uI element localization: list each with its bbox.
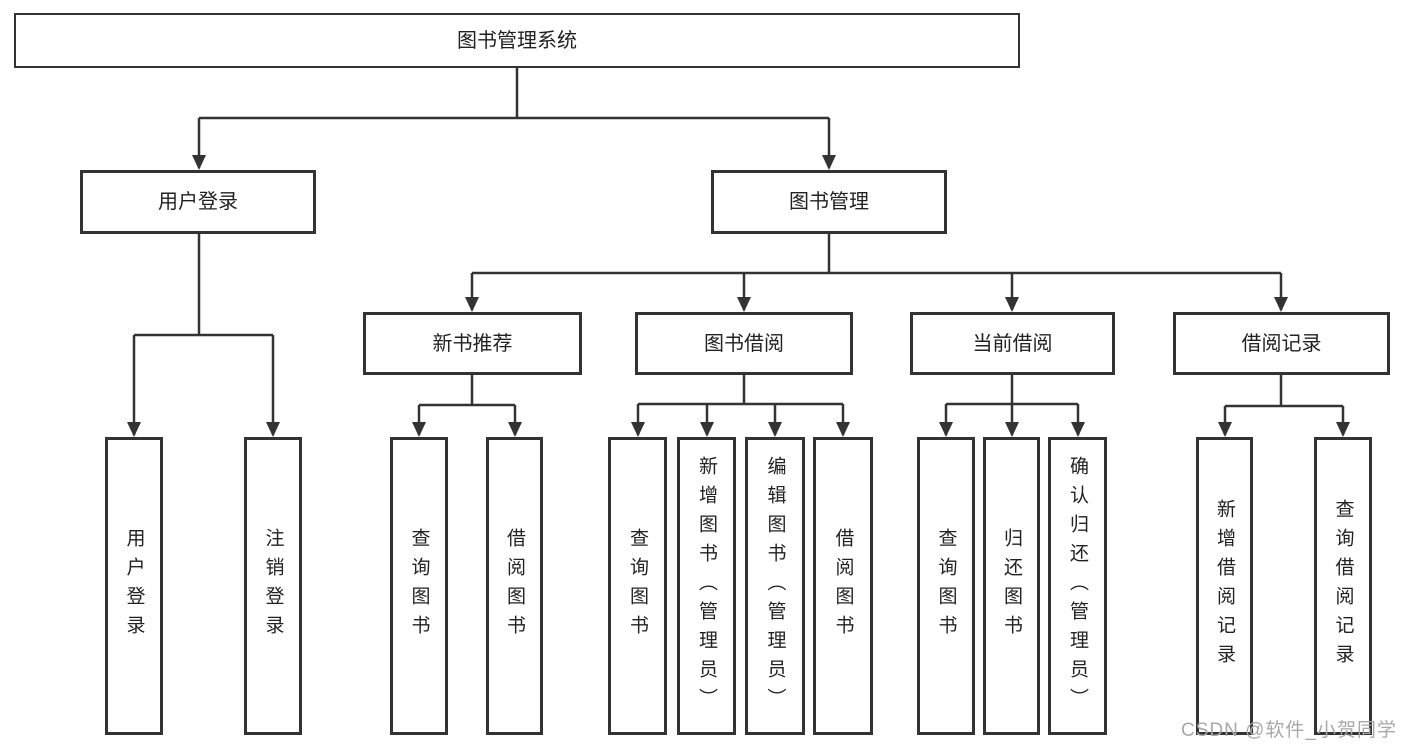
leaf-confirm-return-admin: 确认归还（管理员） (1048, 437, 1107, 735)
leaf-current-query-books: 查询图书 (917, 437, 975, 735)
leaf-add-borrow-record-label: 新增借阅记录 (1214, 499, 1235, 673)
leaf-recommend-borrow-books: 借阅图书 (486, 437, 543, 735)
node-user-login-label: 用户登录 (158, 191, 238, 213)
leaf-return-books-label: 归还图书 (1001, 528, 1022, 644)
leaf-current-query-books-label: 查询图书 (935, 528, 957, 644)
node-borrow-records: 借阅记录 (1173, 312, 1390, 375)
leaf-logout-label: 注销登录 (262, 528, 284, 644)
node-user-login: 用户登录 (80, 170, 316, 234)
leaf-query-borrow-record: 查询借阅记录 (1314, 437, 1372, 735)
leaf-borrowing-query-books-label: 查询图书 (627, 528, 648, 644)
node-book-management: 图书管理 (711, 170, 947, 234)
node-book-management-label: 图书管理 (789, 191, 869, 213)
leaf-borrowing-borrow-books-label: 借阅图书 (832, 528, 854, 644)
node-new-book-recommend-label: 新书推荐 (432, 332, 513, 355)
node-current-borrowing: 当前借阅 (910, 312, 1115, 375)
leaf-recommend-query-books-label: 查询图书 (408, 528, 430, 644)
node-root: 图书管理系统 (14, 13, 1020, 68)
leaf-recommend-query-books: 查询图书 (390, 437, 448, 735)
node-root-label: 图书管理系统 (457, 29, 577, 52)
leaf-confirm-return-admin-label: 确认归还（管理员） (1067, 455, 1088, 717)
leaf-user-login-label: 用户登录 (123, 528, 145, 644)
node-borrow-records-label: 借阅记录 (1241, 332, 1322, 355)
leaf-add-books-admin-label: 新增图书（管理员） (696, 455, 717, 717)
leaf-add-books-admin: 新增图书（管理员） (677, 437, 736, 735)
leaf-add-borrow-record: 新增借阅记录 (1196, 437, 1253, 735)
node-new-book-recommend: 新书推荐 (363, 312, 582, 375)
node-book-borrowing: 图书借阅 (635, 312, 853, 375)
node-current-borrowing-label: 当前借阅 (972, 332, 1053, 355)
leaf-return-books: 归还图书 (983, 437, 1040, 735)
leaf-edit-books-admin-label: 编辑图书（管理员） (764, 455, 786, 717)
leaf-user-login: 用户登录 (105, 437, 163, 735)
leaf-recommend-borrow-books-label: 借阅图书 (504, 528, 525, 644)
node-book-borrowing-label: 图书借阅 (704, 332, 784, 355)
leaf-borrowing-query-books: 查询图书 (608, 437, 667, 735)
leaf-borrowing-borrow-books: 借阅图书 (813, 437, 873, 735)
leaf-query-borrow-record-label: 查询借阅记录 (1332, 499, 1354, 673)
leaf-edit-books-admin: 编辑图书（管理员） (745, 437, 805, 735)
leaf-logout: 注销登录 (244, 437, 302, 735)
